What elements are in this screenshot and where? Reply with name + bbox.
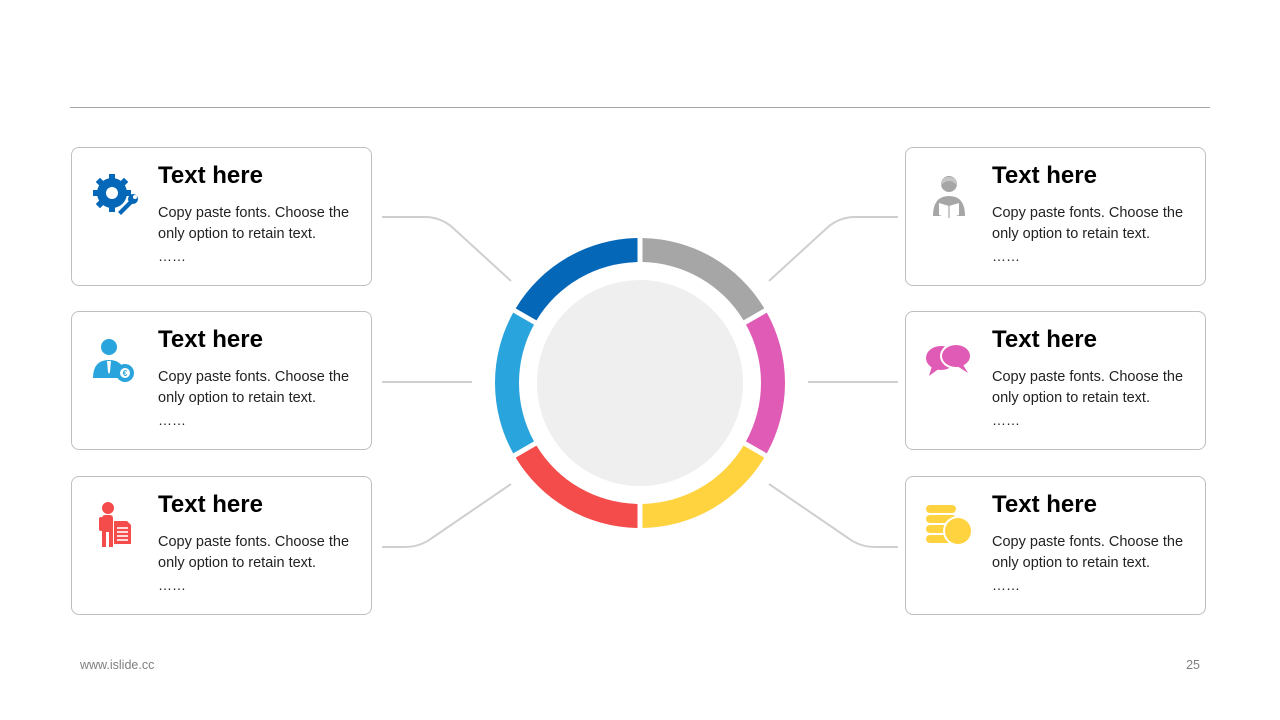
gear-wrench-icon	[93, 174, 138, 215]
card-ellipsis: ……	[992, 248, 1020, 264]
card-body: Copy paste fonts. Choose the only option…	[158, 369, 350, 406]
ring-center	[537, 280, 743, 486]
card-body: Copy paste fonts. Choose the only option…	[992, 205, 1184, 242]
speech-bubbles-icon	[926, 343, 972, 376]
card-ellipsis: ……	[992, 577, 1020, 593]
card-title: Text here	[992, 326, 1097, 353]
card-bottom-right: Text here Copy paste fonts. Choose the o…	[905, 476, 1206, 615]
ring-segment-bottom-right	[642, 445, 765, 528]
businessman-euro-icon: €	[93, 339, 134, 382]
page-number: 25	[1186, 658, 1200, 672]
reader-person-icon	[933, 176, 965, 218]
connector-bottom-left	[382, 483, 512, 548]
ring-segment-left	[494, 312, 534, 454]
card-title: Text here	[992, 162, 1097, 189]
card-body: Copy paste fonts. Choose the only option…	[992, 534, 1184, 571]
card-top-right: Text here Copy paste fonts. Choose the o…	[905, 147, 1206, 286]
connector-bottom-right	[768, 483, 898, 548]
card-mid-left: € Text here Copy paste fonts. Choose the…	[71, 311, 372, 450]
ring-segment-bottom-left	[515, 445, 638, 528]
card-ellipsis: ……	[992, 412, 1020, 428]
footer-url[interactable]: www.islide.cc	[80, 658, 155, 672]
card-bottom-left: Text here Copy paste fonts. Choose the o…	[71, 476, 372, 615]
card-ellipsis: ……	[158, 248, 186, 264]
person-document-icon	[99, 502, 131, 547]
card-title: Text here	[992, 491, 1097, 518]
card-mid-right: Text here Copy paste fonts. Choose the o…	[905, 311, 1206, 450]
card-top-left: Text here Copy paste fonts. Choose the o…	[71, 147, 372, 286]
top-divider	[70, 107, 1210, 108]
card-title: Text here	[158, 326, 263, 353]
ring-segment-top-left	[515, 238, 638, 321]
card-ellipsis: ……	[158, 412, 186, 428]
connector-top-right	[768, 216, 898, 282]
card-title: Text here	[158, 162, 263, 189]
ring-segment-top-right	[642, 238, 765, 321]
card-body: Copy paste fonts. Choose the only option…	[992, 369, 1184, 406]
svg-text:€: €	[123, 369, 128, 378]
card-body: Copy paste fonts. Choose the only option…	[158, 534, 350, 571]
coins-icon	[926, 505, 973, 546]
card-ellipsis: ……	[158, 577, 186, 593]
connector-top-left	[382, 216, 512, 282]
ring-segment-right	[746, 312, 785, 454]
card-body: Copy paste fonts. Choose the only option…	[158, 205, 350, 242]
card-title: Text here	[158, 491, 263, 518]
